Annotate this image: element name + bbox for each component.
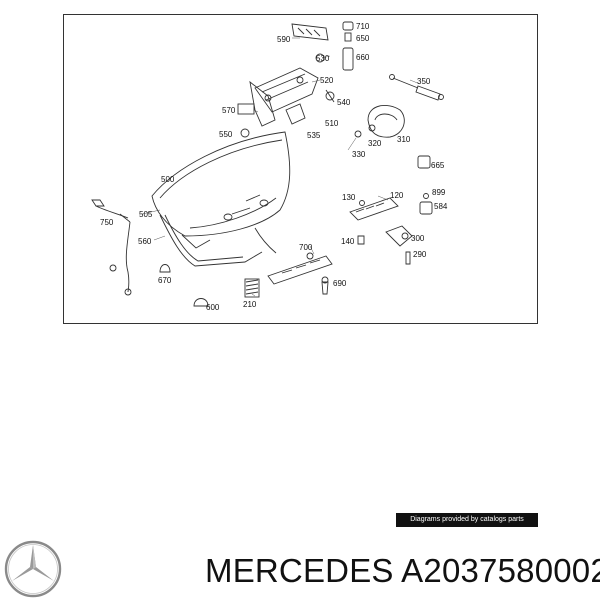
callout-660: 660: [356, 53, 370, 62]
trunk-handle-part: [354, 104, 405, 138]
callout-310: 310: [397, 135, 411, 144]
callout-700: 700: [299, 243, 313, 252]
callout-550: 550: [219, 130, 233, 139]
callout-130: 130: [342, 193, 356, 202]
license-handle-part: [267, 252, 333, 285]
callout-600: 600: [206, 303, 220, 312]
spring-part: [244, 278, 260, 298]
callout-650: 650: [356, 34, 370, 43]
callout-330: 330: [352, 150, 366, 159]
callout-710: 710: [356, 22, 370, 31]
callout-530: 530: [316, 54, 330, 63]
callout-690: 690: [333, 279, 347, 288]
callout-899: 899: [432, 188, 446, 197]
callout-750: 750: [100, 218, 114, 227]
callout-300: 300: [411, 234, 425, 243]
callout-210: 210: [243, 300, 257, 309]
callout-665: 665: [431, 161, 445, 170]
hinge-part: [249, 67, 319, 127]
diagram-credit: Diagrams provided by catalogs parts: [396, 513, 538, 527]
callout-540: 540: [337, 98, 351, 107]
callout-584: 584: [434, 202, 448, 211]
callout-320: 320: [368, 139, 382, 148]
callout-590: 590: [277, 35, 291, 44]
bracket-part: [291, 23, 329, 41]
parts-diagram: [63, 14, 538, 324]
callout-350: 350: [417, 77, 431, 86]
callout-570: 570: [222, 106, 236, 115]
callout-535: 535: [307, 131, 321, 140]
release-cable-part: [91, 199, 132, 296]
callout-120: 120: [390, 191, 404, 200]
latch-part: [349, 197, 399, 221]
mercedes-star-logo: [4, 540, 62, 598]
part-caption: MERCEDES A2037580002: [205, 552, 600, 589]
callout-520: 520: [320, 76, 334, 85]
callout-510: 510: [325, 119, 339, 128]
callout-560: 560: [138, 237, 152, 246]
trunk-seal-part: [159, 214, 277, 267]
gas-strut-part: [389, 74, 444, 101]
callout-290: 290: [413, 250, 427, 259]
callout-500: 500: [161, 175, 175, 184]
callout-505: 505: [139, 210, 153, 219]
callout-140: 140: [341, 237, 355, 246]
callout-670: 670: [158, 276, 172, 285]
trunk-lid-part: [151, 131, 291, 237]
